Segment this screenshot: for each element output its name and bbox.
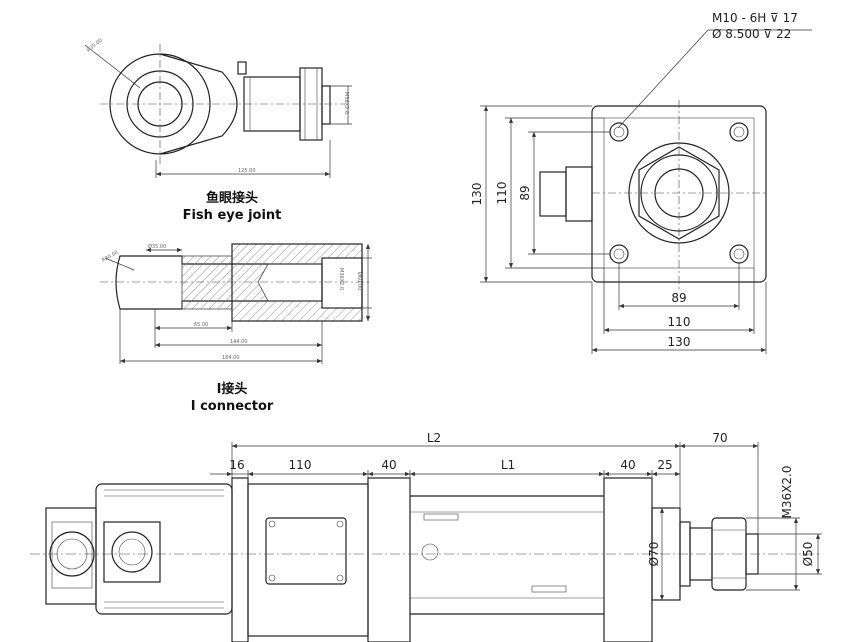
side-l1-label: L1 (501, 458, 515, 472)
i-connector-chamfer-label: R30.00 (101, 250, 119, 264)
side-view (30, 442, 822, 642)
front-h130-label: 130 (668, 335, 691, 349)
i-connector-caption-en: I connector (191, 399, 274, 414)
fish-eye-length-label: 125.00 (238, 168, 256, 174)
fish-eye-caption-en: Fish eye joint (183, 208, 282, 223)
hole-note-line1: M10 - 6H ⊽ 17 (712, 11, 798, 25)
i-connector-bore-label: Ø35.00 (148, 243, 166, 250)
side-d70-label: 70 (712, 431, 727, 445)
side-dia70-label: Ø70 (647, 542, 661, 567)
i-connector-view (100, 243, 372, 364)
i-connector-od-label: Ø60.00 (356, 272, 363, 290)
side-d110-label: 110 (289, 458, 312, 472)
side-d25-label: 25 (657, 458, 672, 472)
i-connector-caption-cn: I接头 (217, 381, 248, 397)
side-l2-label: L2 (427, 431, 441, 445)
fish-eye-joint-view (84, 44, 352, 178)
side-d40b-label: 40 (620, 458, 635, 472)
i-connector-thread-label: M36X2.0 (338, 268, 344, 290)
side-d40a-label: 40 (381, 458, 396, 472)
front-v110-label: 110 (495, 182, 509, 205)
hole-note-line2: Ø 8.500 ⊽ 22 (712, 27, 791, 41)
front-view (480, 29, 812, 354)
i-connector-dim-a: 65.00 (194, 322, 208, 328)
side-d16-label: 16 (229, 458, 244, 472)
i-connector-dim-c: 184.00 (222, 355, 240, 361)
front-v89-label: 89 (518, 185, 532, 200)
fish-eye-thread-label: M36X2.0 (343, 92, 349, 114)
side-thread-label: M36X2.0 (780, 466, 794, 519)
fish-eye-caption-cn: 鱼眼接头 (206, 190, 258, 206)
i-connector-dim-b: 144.00 (230, 339, 248, 345)
front-h110-label: 110 (668, 315, 691, 329)
side-dia50-label: Ø50 (801, 542, 815, 567)
front-h89-label: 89 (671, 291, 686, 305)
front-v130-label: 130 (470, 183, 484, 206)
fish-eye-diameter-label: Ø35.00 (85, 37, 104, 54)
